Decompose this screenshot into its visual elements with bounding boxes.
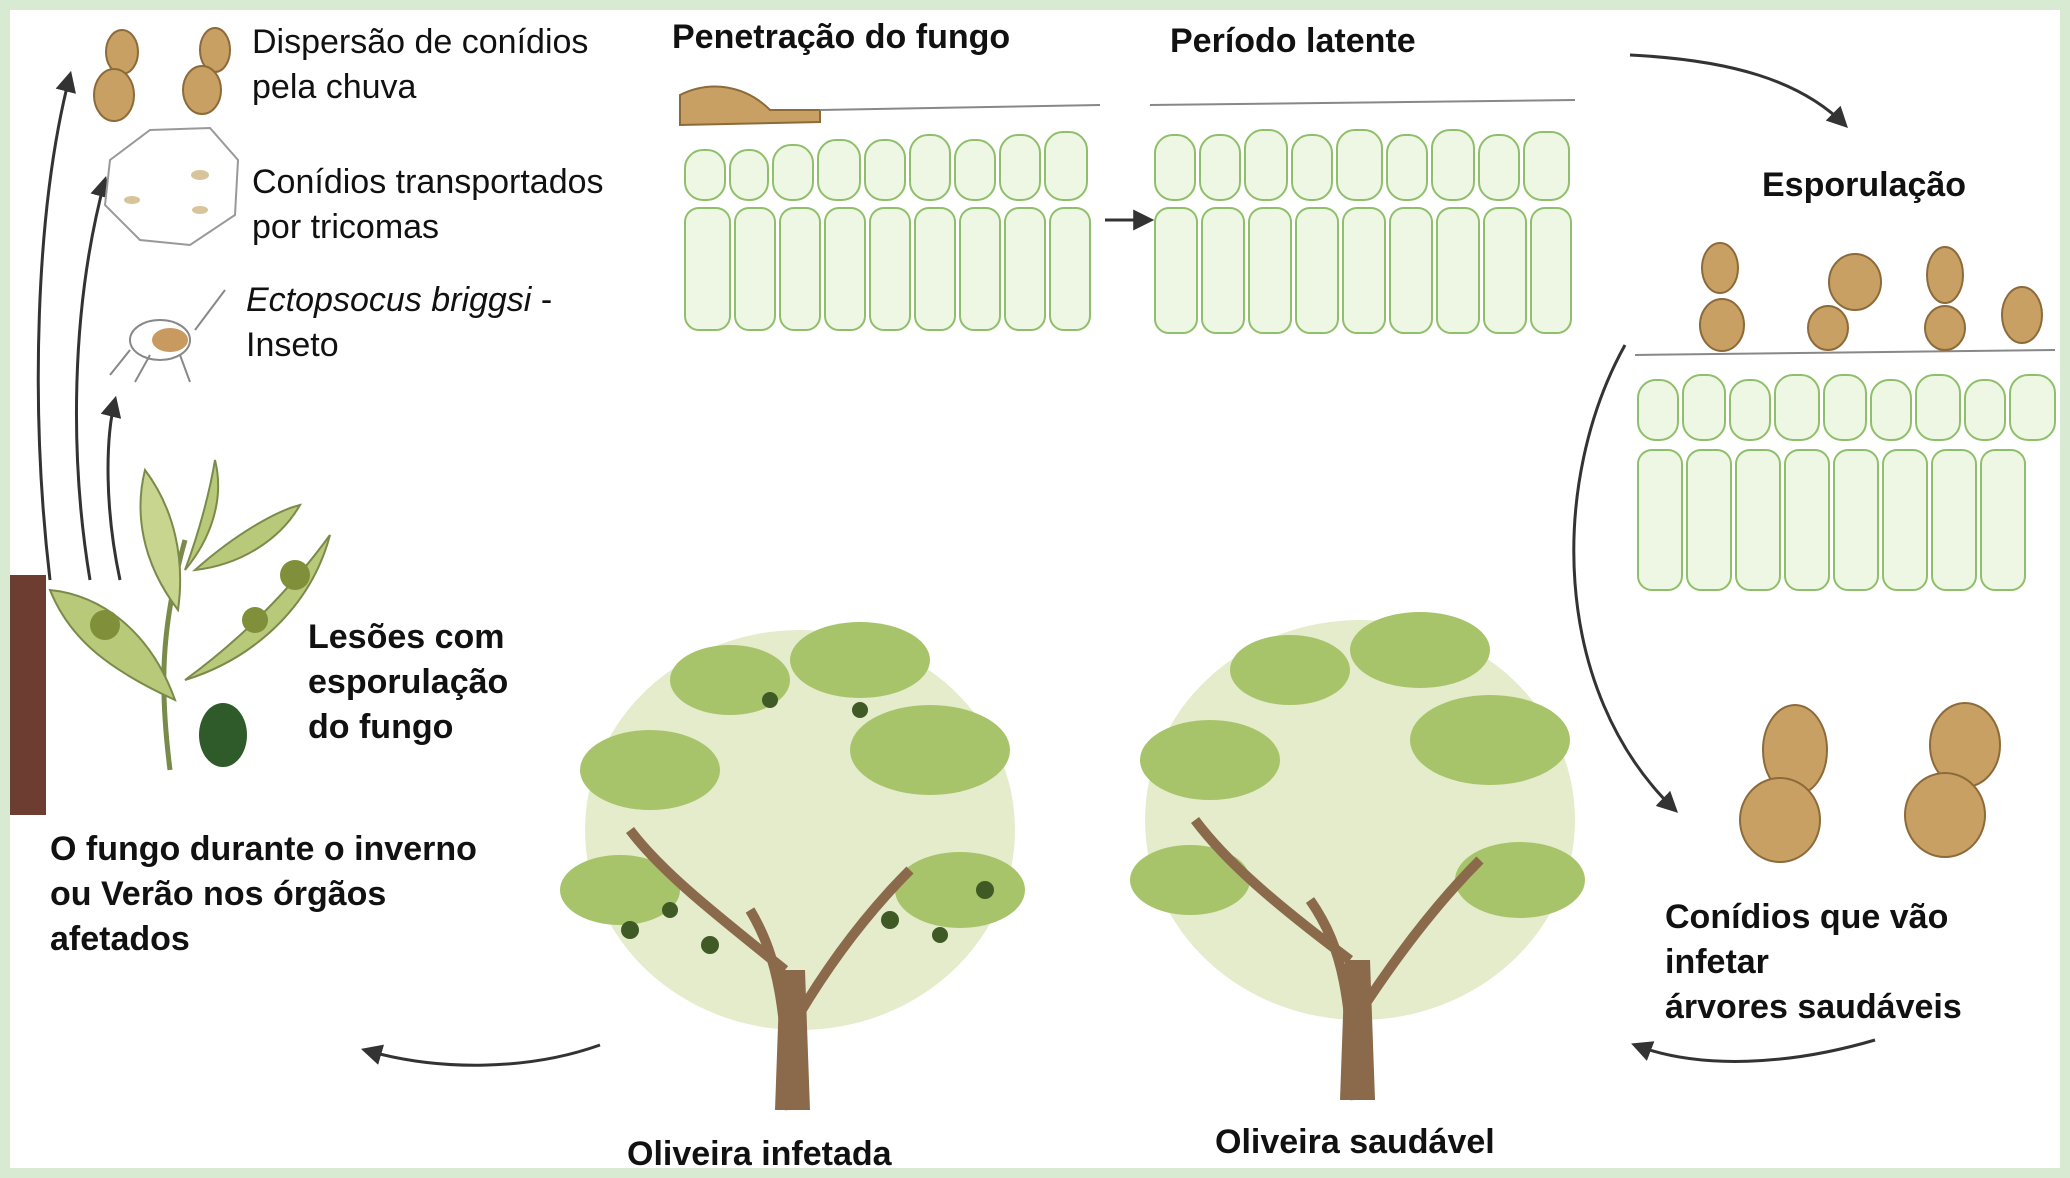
label-infecting-conidia: Conídios que vão infetar árvores saudáve… — [1665, 898, 1962, 1026]
insect-label-suffix: - Inseto — [246, 281, 553, 364]
photo-strip — [10, 575, 46, 815]
label-insect: Ectopsocus briggsi - Inseto — [246, 278, 552, 368]
arrow-to-healthy-tree — [1631, 1038, 1876, 1063]
arrow-to-winter-organs — [360, 1043, 601, 1067]
infecting-conidia-icon — [1739, 702, 2001, 863]
label-sporulation: Esporulação — [1762, 166, 1967, 204]
label-latent-period: Período latente — [1170, 22, 1416, 60]
trichome-icon — [103, 126, 240, 247]
arrow-to-sporulation — [1629, 53, 1848, 128]
insect-icon — [109, 289, 226, 383]
label-healthy-olive: Oliveira saudável — [1215, 1123, 1495, 1161]
label-overwintering: O fungo durante o inverno ou Verão nos ó… — [50, 830, 477, 958]
healthy-olive-tree — [1130, 612, 1585, 1101]
infected-olive-tree — [560, 622, 1025, 1111]
disease-cycle-diagram: Dispersão de conídios pela chuva Conídio… — [10, 10, 2060, 1168]
insect-species-name: Ectopsocus briggsi — [246, 281, 532, 319]
label-lesions: Lesões com esporulação do fungo — [308, 618, 509, 746]
label-rain-dispersal: Dispersão de conídios pela chuva — [252, 23, 589, 106]
penetration-tissue — [679, 85, 1101, 331]
upward-arrows — [36, 70, 122, 581]
illustration-layer — [10, 27, 2056, 1111]
label-penetration: Penetração do fungo — [672, 18, 1011, 56]
arrow-to-conidia — [1572, 344, 1679, 813]
label-trichome-transport: Conídios transportados por tricomas — [252, 163, 604, 246]
rain-conidia-icon — [93, 27, 231, 122]
label-infected-olive: Oliveira infetada — [627, 1135, 892, 1168]
lesioned-olive-branch — [48, 459, 331, 771]
sporulation-tissue — [1634, 242, 2056, 591]
latent-tissue — [1149, 99, 1576, 334]
